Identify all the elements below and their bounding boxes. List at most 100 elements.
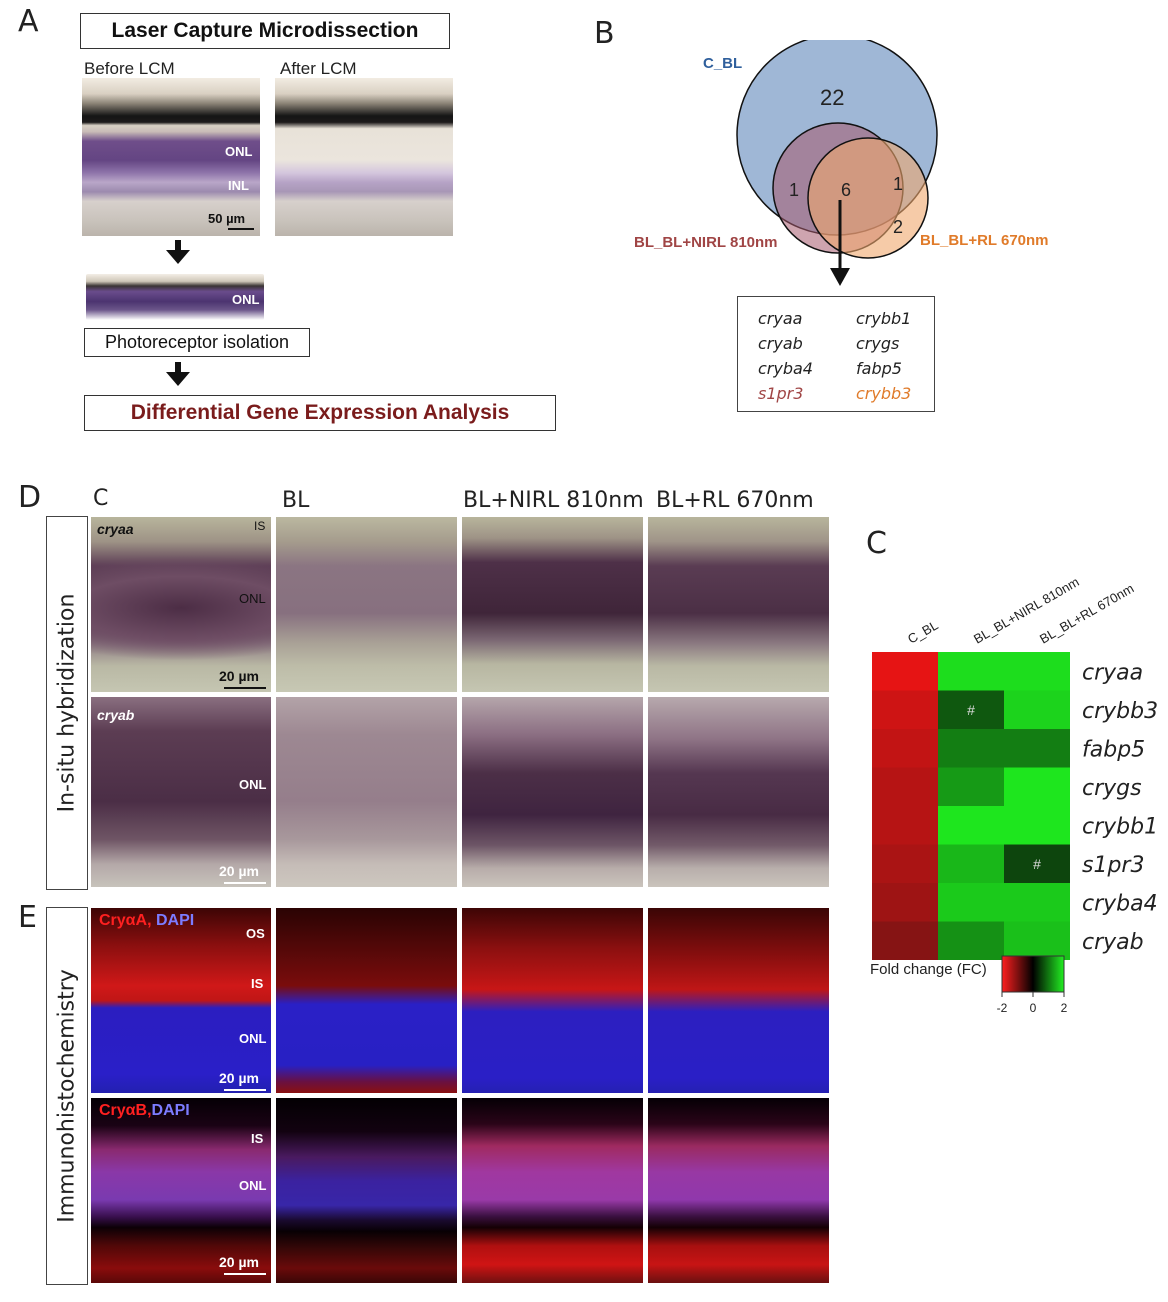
heatmap-cell (1004, 767, 1070, 806)
gene-list-item: cryba4 (758, 359, 813, 378)
ihc-marker-label: CryαA, DAPI (99, 912, 194, 930)
is-label: IS (254, 519, 266, 533)
marker-dapi: DAPI (151, 912, 195, 929)
heatmap-column-label: BL_BL+NIRL 810nm (971, 574, 1082, 647)
panel-b-letter: B (594, 16, 615, 51)
ish-cryab-rl (648, 697, 829, 887)
ish-cryab-c: cryab ONL 20 µm (91, 697, 271, 887)
down-arrow-icon (166, 372, 190, 386)
heatmap-row-label: fabp5 (1082, 737, 1145, 762)
photoreceptor-isolation-box: Photoreceptor isolation (84, 328, 310, 357)
heatmap-row-label: cryaa (1082, 660, 1143, 685)
ihc-cryaa-rl (648, 908, 829, 1093)
scale-bar-label: 20 µm (219, 668, 259, 684)
colorbar-tick-label: -2 (997, 1001, 1008, 1015)
c-bl-label: C_BL (703, 55, 743, 72)
is-label: IS (251, 1131, 264, 1146)
onl-label: ONL (239, 777, 267, 792)
shared-genes-box: cryaa cryab cryba4 s1pr3 crybb1 crygs fa… (737, 296, 935, 412)
gene-list-item: cryab (758, 334, 803, 353)
scale-bar-label: 50 µm (208, 211, 246, 226)
onl-label: ONL (239, 1031, 267, 1046)
heatmap-cell (938, 690, 1004, 729)
heatmap-cell (938, 806, 1004, 845)
ihc-cryaa-bl (276, 908, 457, 1093)
heatmap-cell (1004, 729, 1070, 768)
down-arrow-icon (166, 250, 190, 264)
scale-bar-label: 20 µm (219, 1254, 259, 1270)
gene-list-item: fabp5 (856, 359, 902, 378)
heatmap-row-label: crybb1 (1082, 814, 1158, 839)
venn-pointer-arrowhead (830, 268, 850, 286)
dge-label: Differential Gene Expression Analysis (130, 401, 510, 424)
lcm-title: Laser Capture Microdissection (111, 19, 419, 42)
gene-list-item: s1pr3 (758, 384, 804, 403)
ihc-marker-label: CryαB,DAPI (99, 1102, 190, 1120)
isolated-onl-strip: ONL (86, 274, 264, 320)
heatmap-cell (938, 921, 1004, 960)
ihc-cryab-bl (276, 1098, 457, 1283)
panel-c-letter: C (866, 526, 887, 561)
condition-bl: BL (282, 488, 310, 513)
ish-cryaa-bl (276, 517, 457, 692)
venn-count-rl-cbl: 1 (893, 174, 904, 194)
heatmap-cell (872, 690, 938, 729)
condition-c: C (93, 486, 109, 511)
after-lcm-label: After LCM (280, 59, 357, 78)
ihc-cryaa-c: CryαA, DAPI OS IS ONL 20 µm (91, 908, 271, 1093)
venn-count-shared: 6 (841, 180, 852, 200)
ish-gene-label: cryab (97, 707, 135, 723)
panel-d-letter: D (18, 480, 42, 515)
heatmap-cell (938, 767, 1004, 806)
scale-bar (228, 228, 254, 230)
gene-list-item: crygs (856, 334, 900, 353)
heatmap-cell (938, 883, 1004, 922)
colorbar-title: Fold change (FC) (870, 961, 987, 978)
scale-bar-label: 20 µm (219, 863, 259, 879)
heatmap-cell (872, 652, 938, 691)
heatmap-annotation: # (1033, 856, 1041, 872)
heatmap-cell (1004, 806, 1070, 845)
rl-circle (807, 137, 929, 259)
heatmap-row-label: s1pr3 (1082, 853, 1144, 878)
heatmap-annotation: # (967, 702, 975, 718)
colorbar-tick-label: 2 (1061, 1001, 1068, 1015)
ish-cryab-bl (276, 697, 457, 887)
ihc-side-label: Immunohistochemistry (46, 907, 88, 1285)
ish-gene-label: cryaa (97, 521, 134, 537)
heatmap-row-label: crybb3 (1082, 699, 1158, 724)
ish-cryaa-rl (648, 517, 829, 692)
gene-list-item: crybb3 (856, 384, 912, 403)
heatmap-cell (938, 729, 1004, 768)
heatmap-cell (872, 806, 938, 845)
ish-side-label-text: In-situ hybridization (54, 593, 80, 813)
after-lcm-image (275, 78, 453, 236)
inl-label: INL (228, 178, 249, 193)
arrow-stem (175, 362, 181, 374)
marker-cryb: CryαB, (99, 1102, 152, 1119)
heatmap-cells: ## (872, 652, 1070, 960)
scale-bar (224, 1089, 266, 1091)
arrow-stem (175, 240, 181, 252)
ihc-cryab-c: CryαB,DAPI IS ONL 20 µm (91, 1098, 271, 1283)
colorbar-tick-label: 0 (1030, 1001, 1037, 1015)
heatmap-row-label: cryba4 (1082, 891, 1158, 916)
ish-cryaa-c: cryaa IS ONL 20 µm (91, 517, 271, 692)
gene-list-item: crybb1 (856, 309, 912, 328)
heatmap-cell (872, 729, 938, 768)
venn-count-rl-only: 2 (893, 217, 904, 237)
condition-nirl: BL+NIRL 810nm (463, 488, 644, 513)
heatmap-column-label: C_BL (905, 617, 941, 646)
heatmap-cell (1004, 883, 1070, 922)
is-label: IS (251, 976, 264, 991)
ihc-cryab-nirl (462, 1098, 643, 1283)
photoreceptor-isolation-label: Photoreceptor isolation (104, 332, 290, 352)
heatmap-cell (1004, 844, 1070, 883)
heatmap-cell (1004, 921, 1070, 960)
ihc-cryab-rl (648, 1098, 829, 1283)
heatmap-cell (872, 921, 938, 960)
dge-box: Differential Gene Expression Analysis (84, 395, 556, 431)
heatmap-cell (1004, 690, 1070, 729)
onl-label: ONL (239, 1178, 267, 1193)
